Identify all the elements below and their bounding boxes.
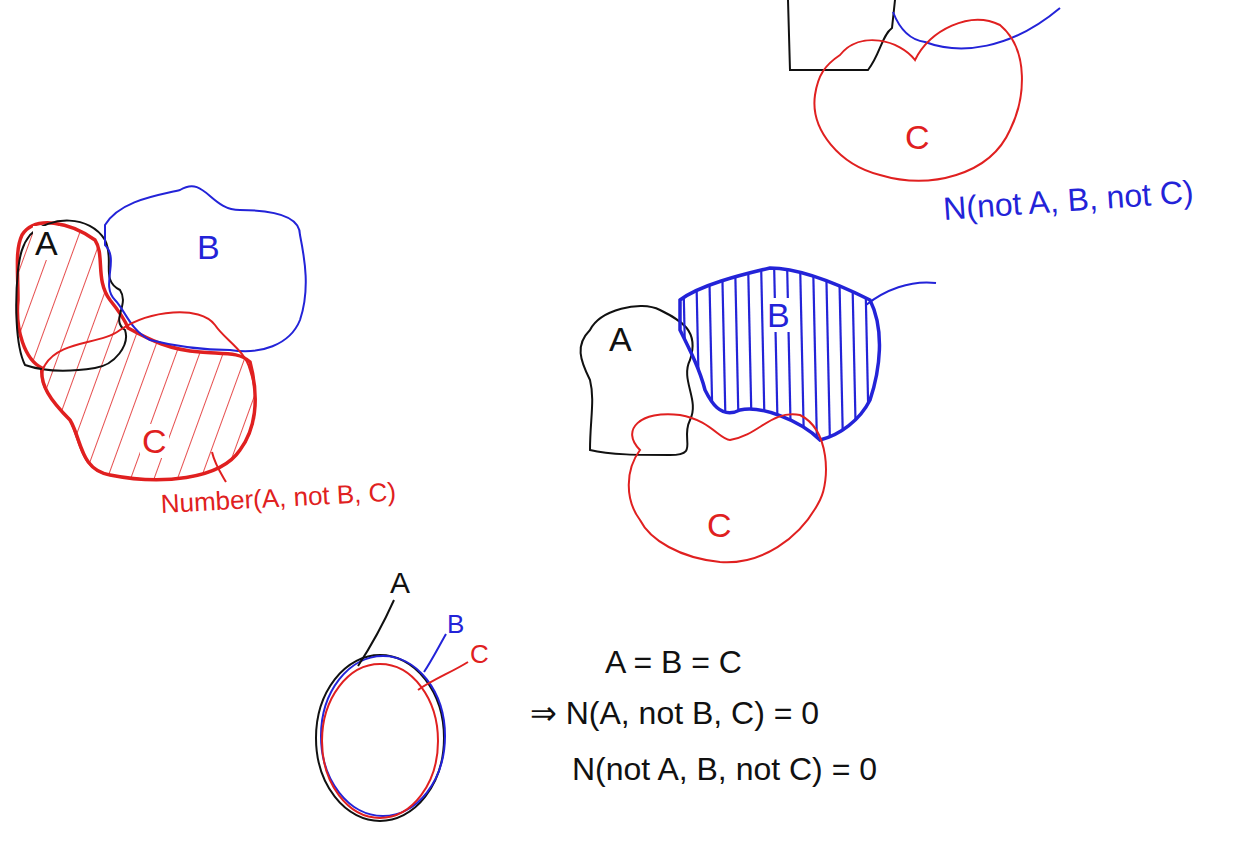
- set-outline: [805, 5, 1035, 200]
- set-letter: B: [765, 298, 792, 332]
- set-letter: A: [607, 322, 634, 356]
- set-letter: C: [903, 120, 932, 154]
- set-letter: B: [195, 230, 222, 264]
- set-outline: [10, 205, 140, 380]
- set-region: B: [90, 170, 315, 360]
- set-region: A: [10, 205, 140, 380]
- set-region: C: [30, 300, 265, 490]
- leader-line: [424, 634, 446, 672]
- note-text: A: [390, 566, 410, 599]
- set-circle: [316, 655, 444, 821]
- note-text: B: [447, 610, 464, 639]
- set-outline: [30, 300, 265, 490]
- note-text: Number(A, not B, C): [160, 478, 397, 519]
- note-text: ⇒ N(A, not B, C) = 0: [530, 696, 819, 731]
- leader-line: [418, 662, 468, 690]
- note-text: N(not A, B, not C): [942, 175, 1195, 228]
- set-circle: [321, 656, 445, 816]
- set-outline: [615, 400, 835, 570]
- note-text: N(not A, B, not C) = 0: [572, 752, 877, 787]
- set-letter: C: [705, 508, 734, 542]
- set-region: C: [805, 5, 1035, 200]
- region-outline: [17, 223, 255, 480]
- note-text: A = B = C: [605, 645, 742, 680]
- set-region: C: [615, 400, 835, 570]
- set-outline: [893, 8, 1060, 48]
- set-letter: A: [33, 226, 60, 260]
- set-outline: [90, 170, 315, 360]
- leader-line: [866, 282, 936, 305]
- set-outline: [788, 0, 895, 70]
- set-letter: C: [140, 424, 169, 458]
- leader-line: [358, 600, 394, 666]
- note-text: C: [470, 640, 489, 669]
